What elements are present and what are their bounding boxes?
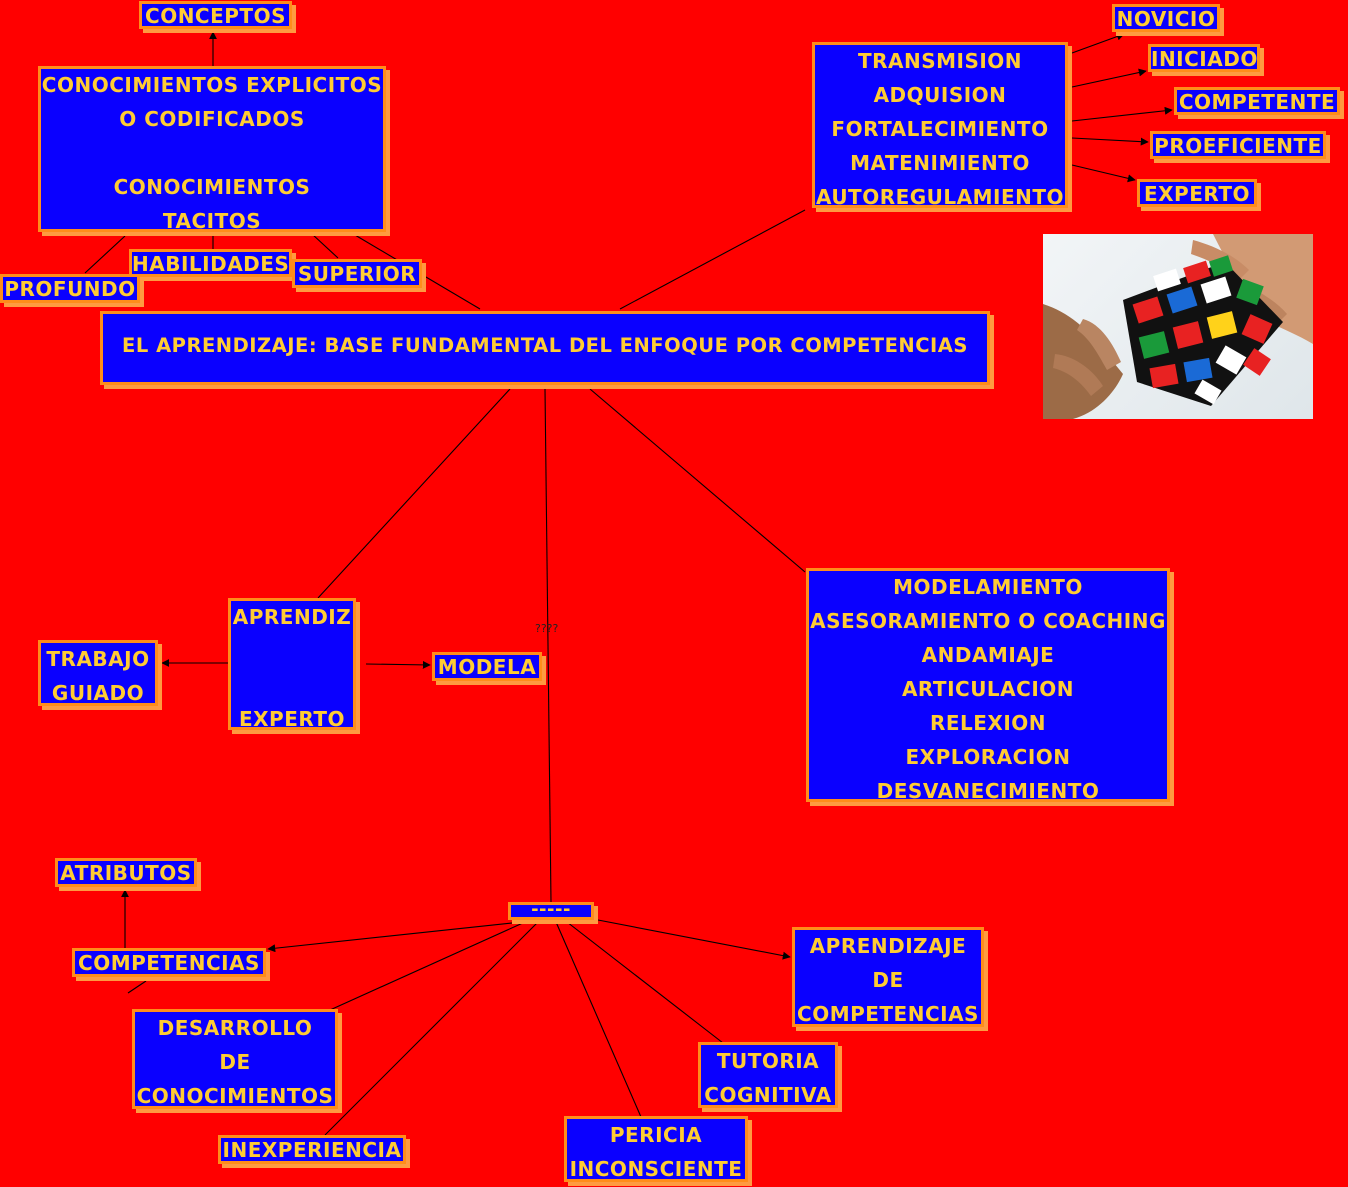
node-text: TRANSMISION: [815, 45, 1065, 79]
node-text: SUPERIOR: [295, 263, 419, 287]
node-text: AUTOREGULAMIENTO: [815, 181, 1065, 215]
node-text: NOVICIO: [1115, 8, 1217, 32]
node-competente[interactable]: COMPETENTE: [1174, 87, 1340, 115]
node-text: CONOCIMIENTOS: [135, 1080, 335, 1114]
link-etapas-proeficiente: [1072, 138, 1148, 142]
link-etapas-experto: [1072, 165, 1135, 180]
node-inexperiencia[interactable]: INEXPERIENCIA: [218, 1135, 406, 1164]
node-trabajo-guiado[interactable]: TRABAJO GUIADO: [38, 640, 158, 706]
node-tutoria[interactable]: TUTORIA COGNITIVA: [698, 1042, 838, 1108]
link-hub-pericia: [556, 922, 641, 1117]
link-etapas-novicio: [1072, 34, 1124, 53]
node-text: CONOCIMIENTOS: [41, 171, 383, 205]
node-text: FORTALECIMIENTO: [815, 113, 1065, 147]
node-text: [231, 635, 353, 669]
node-pericia[interactable]: PERICIA INCONSCIENTE: [564, 1116, 748, 1182]
node-aprendizaje-competencias[interactable]: APRENDIZAJE DE COMPETENCIAS: [792, 927, 984, 1027]
node-text: GUIADO: [41, 677, 155, 711]
node-text: PERICIA: [567, 1119, 745, 1153]
node-text: [231, 669, 353, 703]
node-etapas[interactable]: TRANSMISION ADQUISION FORTALECIMIENTO MA…: [812, 42, 1068, 208]
node-text: EXPLORACION: [809, 741, 1167, 775]
node-text: MATENIMIENTO: [815, 147, 1065, 181]
node-text: COMPETENCIAS: [795, 998, 981, 1032]
node-text: ATRIBUTOS: [58, 862, 194, 886]
node-text: O CODIFICADOS: [41, 103, 383, 137]
node-text: TRABAJO: [41, 643, 155, 677]
node-text: TUTORIA: [701, 1045, 835, 1079]
node-aprendiz-experto[interactable]: APRENDIZ EXPERTO: [228, 598, 356, 730]
node-text: [41, 137, 383, 171]
link-hub-desarrollo: [330, 922, 525, 1010]
link-competencias-desarrollo: [128, 981, 146, 993]
node-text: ADQUISION: [815, 79, 1065, 113]
node-novicio[interactable]: NOVICIO: [1112, 4, 1220, 32]
node-text: -----: [531, 902, 571, 920]
node-text: COGNITIVA: [701, 1079, 835, 1113]
node-text: PROEFICIENTE: [1153, 135, 1323, 159]
node-proeficiente[interactable]: PROEFICIENTE: [1150, 131, 1326, 159]
node-text: MODELAMIENTO: [809, 571, 1167, 605]
link-etapas-competente: [1072, 110, 1172, 121]
rubik-cube-photo: [1043, 234, 1313, 419]
node-iniciado[interactable]: INICIADO: [1148, 44, 1260, 72]
node-text: INCONSCIENTE: [567, 1153, 745, 1187]
link-etapas-iniciado: [1072, 71, 1146, 87]
node-text: ANDAMIAJE: [809, 639, 1167, 673]
link-hub-inexperiencia: [325, 922, 538, 1135]
node-text: DE: [135, 1046, 335, 1080]
node-text: DESARROLLO: [135, 1012, 335, 1046]
node-text: APRENDIZ: [231, 601, 353, 635]
node-main-title[interactable]: EL APRENDIZAJE: BASE FUNDAMENTAL DEL ENF…: [100, 311, 990, 385]
link-center-etapas: [620, 210, 805, 309]
link-center-aprendiz: [318, 389, 510, 598]
node-text: RELEXION: [809, 707, 1167, 741]
node-superior[interactable]: SUPERIOR: [292, 259, 422, 288]
node-text: DE: [795, 964, 981, 998]
node-estrategias[interactable]: MODELAMIENTO ASESORAMIENTO O COACHING AN…: [806, 568, 1170, 802]
node-text: DESVANECIMIENTO: [809, 775, 1167, 809]
link-hub-tutoria: [567, 922, 723, 1043]
node-text: INICIADO: [1151, 48, 1257, 72]
link-conocimientos-profundo: [85, 236, 125, 273]
node-text: COMPETENCIAS: [75, 952, 263, 976]
node-text: COMPETENTE: [1177, 91, 1337, 115]
node-competencias[interactable]: COMPETENCIAS: [72, 948, 266, 977]
node-hub[interactable]: -----: [508, 902, 594, 920]
node-atributos[interactable]: ATRIBUTOS: [55, 858, 197, 887]
node-habilidades[interactable]: HABILIDADES: [129, 249, 292, 277]
node-text: TACITOS: [41, 205, 383, 239]
node-text: PROFUNDO: [3, 278, 137, 302]
node-text: ASESORAMIENTO O COACHING: [809, 605, 1167, 639]
node-experto[interactable]: EXPERTO: [1137, 179, 1257, 207]
node-profundo[interactable]: PROFUNDO: [0, 274, 140, 303]
node-text: CONCEPTOS: [142, 5, 289, 29]
link-hub-competencias: [268, 920, 540, 949]
link-hub-aprendizaje: [598, 920, 790, 957]
node-text: EXPERTO: [1140, 183, 1254, 207]
node-text: CONOCIMIENTOS EXPLICITOS: [41, 69, 383, 103]
node-text: ARTICULACION: [809, 673, 1167, 707]
node-text: HABILIDADES: [132, 253, 289, 277]
node-text: APRENDIZAJE: [795, 930, 981, 964]
node-text: MODELA: [435, 656, 539, 680]
link-aprendiz-modela: [366, 664, 430, 665]
node-text: INEXPERIENCIA: [221, 1139, 403, 1163]
link-center-hub: [545, 389, 551, 902]
node-desarrollo[interactable]: DESARROLLO DE CONOCIMIENTOS: [132, 1009, 338, 1109]
link-center-estrategias: [590, 389, 805, 572]
link-label: ????: [535, 622, 558, 635]
node-modela[interactable]: MODELA: [432, 652, 542, 681]
node-conocimientos[interactable]: CONOCIMIENTOS EXPLICITOS O CODIFICADOS C…: [38, 66, 386, 232]
node-text: EL APRENDIZAJE: BASE FUNDAMENTAL DEL ENF…: [122, 334, 968, 357]
node-text: EXPERTO: [231, 703, 353, 737]
node-conceptos[interactable]: CONCEPTOS: [139, 1, 292, 29]
